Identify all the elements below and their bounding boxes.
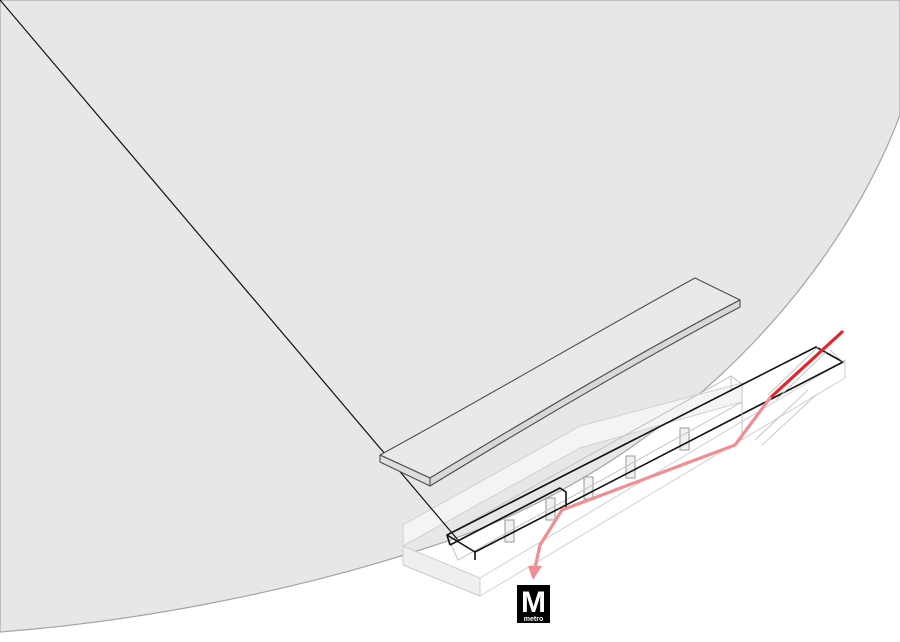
- metro-logo-letter: M: [521, 586, 546, 619]
- escalator-ghost: [741, 346, 844, 446]
- metro-logo-icon: M metro: [517, 585, 550, 623]
- metro-logo-box: [517, 585, 550, 623]
- route-path: [533, 330, 844, 570]
- route-entry-segment: [768, 330, 844, 400]
- canopy-slab: [379, 277, 741, 487]
- metro-logo-word: metro: [524, 616, 543, 623]
- route-descent-segment: [533, 396, 772, 570]
- arrow-down-left-icon: [528, 566, 542, 580]
- mezzanine-ghost: [446, 375, 743, 561]
